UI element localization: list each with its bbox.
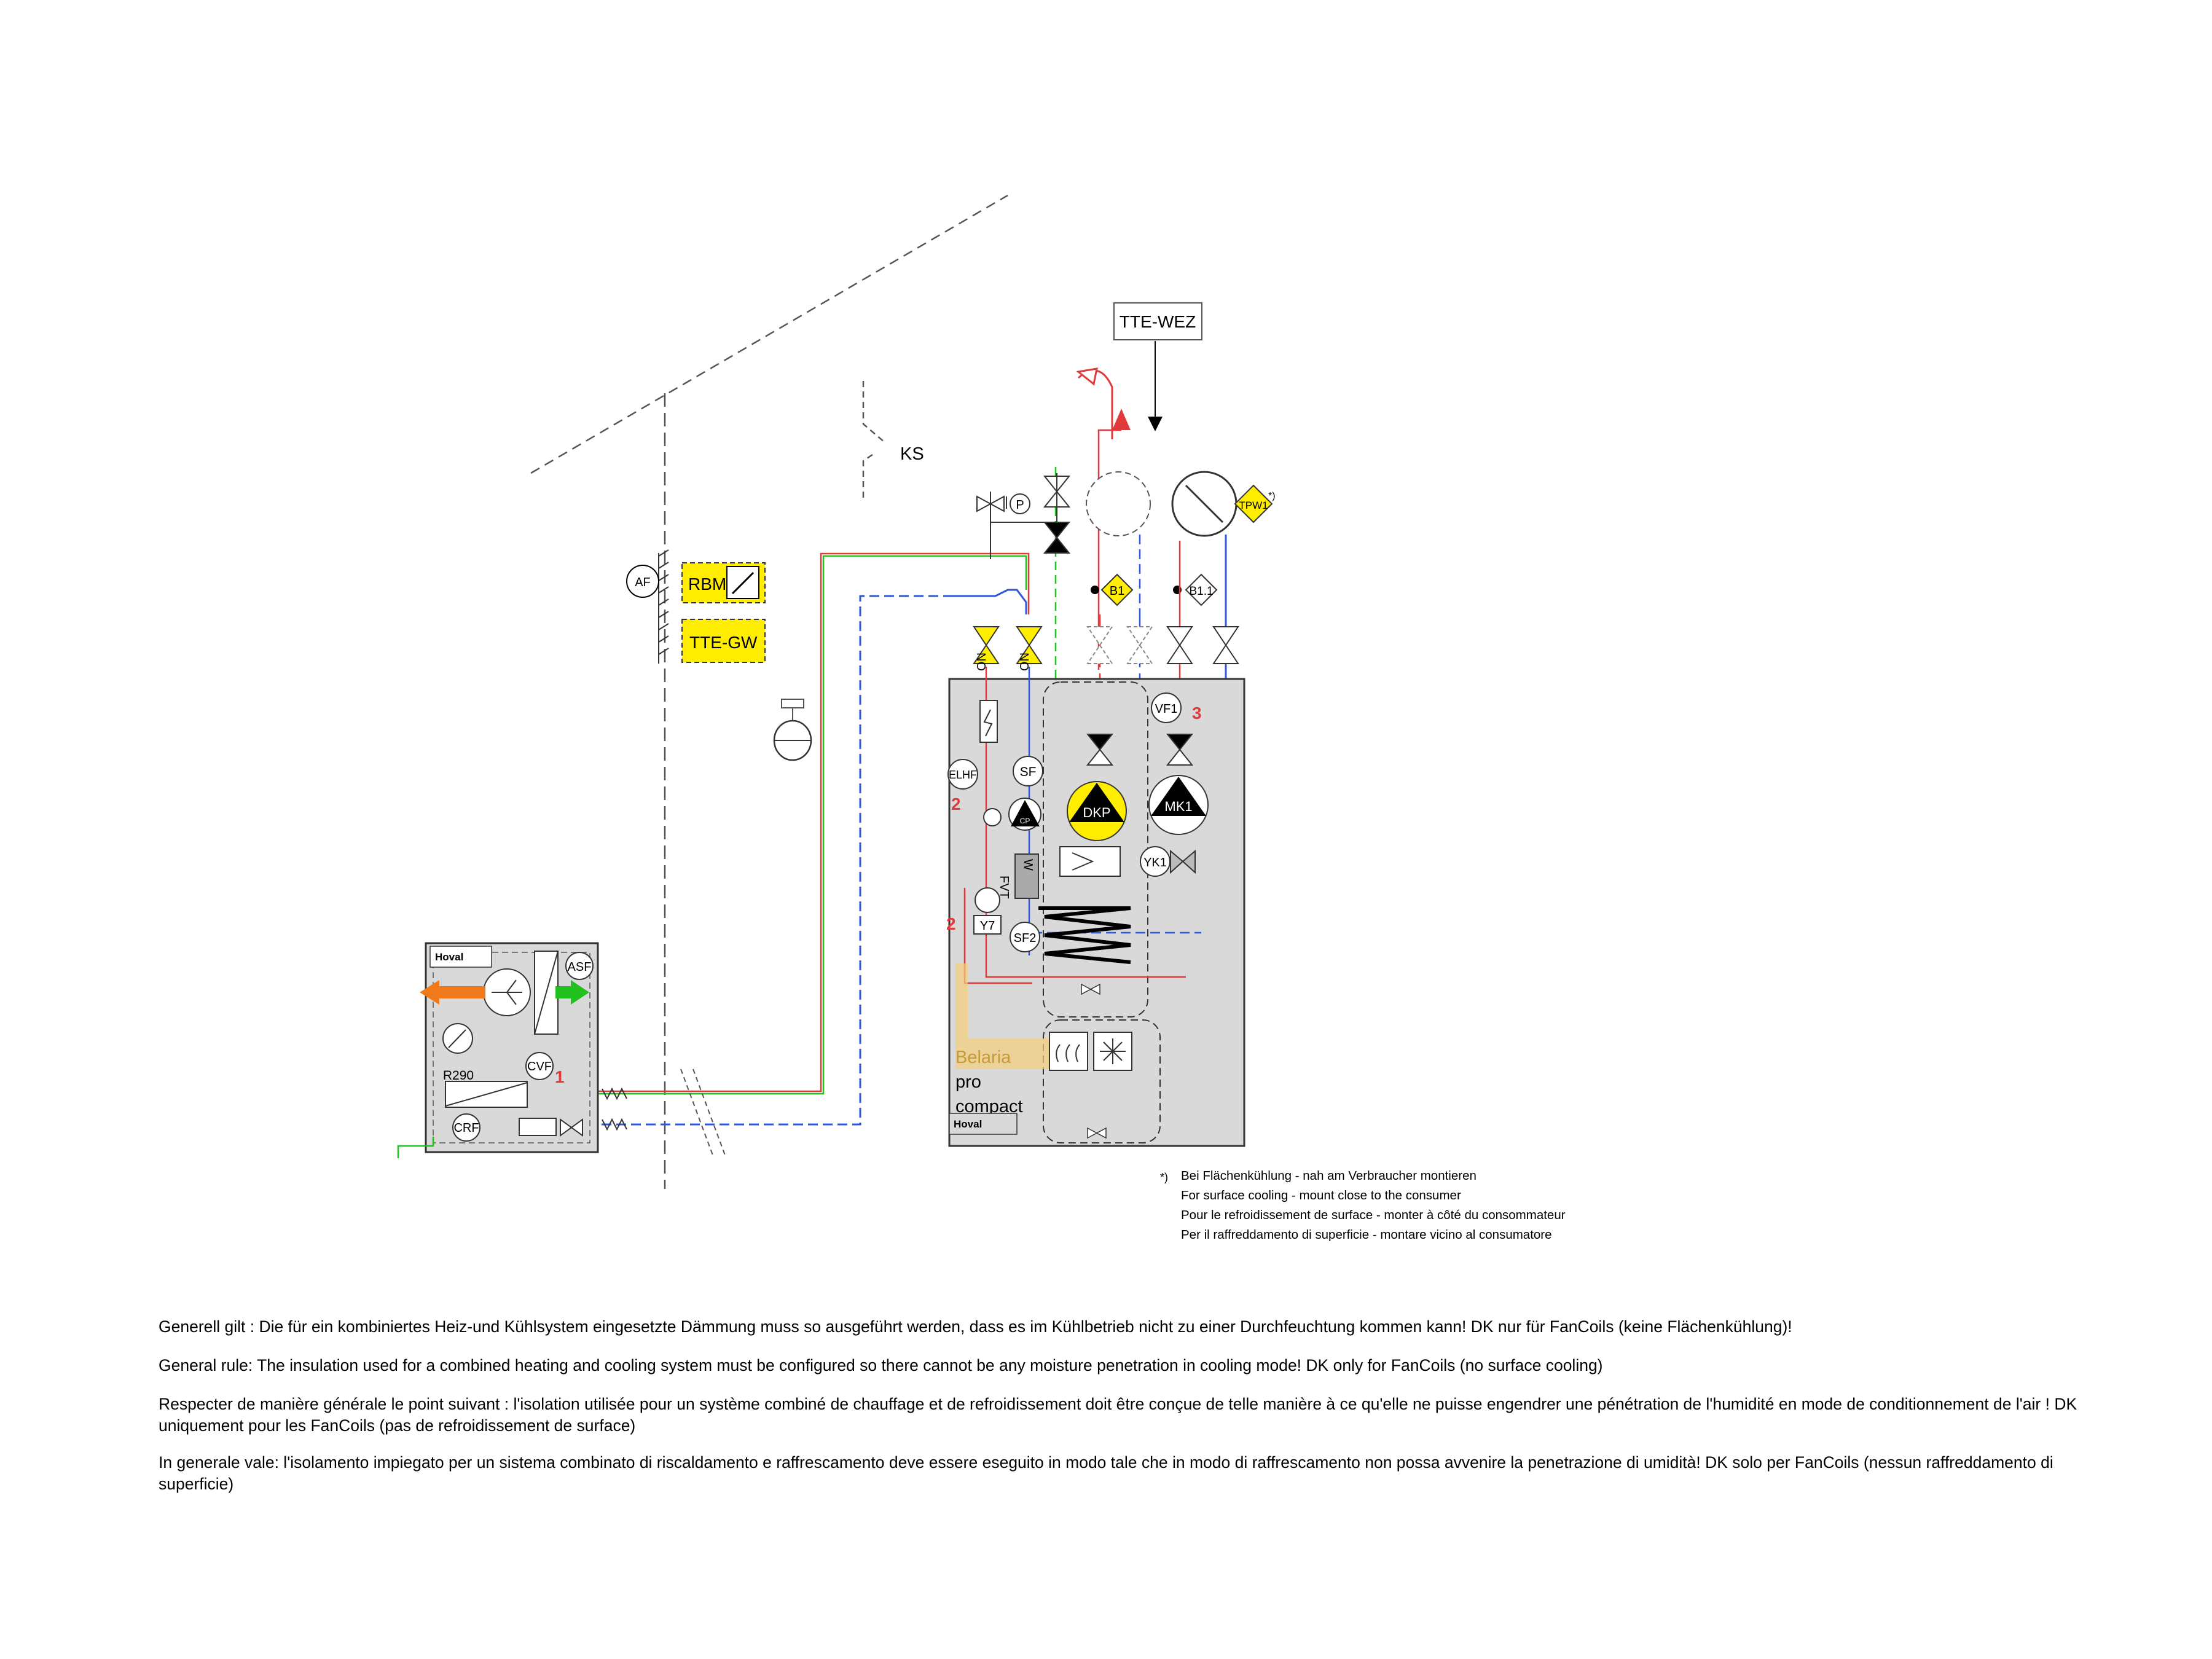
marker-2a: 2 <box>951 794 961 814</box>
b1-1-sensor <box>1185 573 1218 606</box>
tte-wez-label: TTE-WEZ <box>1120 312 1196 331</box>
asf-sensor <box>565 952 594 980</box>
tte-gw-box[interactable] <box>681 619 766 663</box>
wall-hatch <box>658 549 669 664</box>
ks-line <box>862 381 885 498</box>
rbm-label: RBM <box>688 575 726 594</box>
filter <box>519 1118 557 1136</box>
tpw1-asterisk: *) <box>1268 491 1276 501</box>
cvf-sensor <box>525 1052 554 1080</box>
vf1-sensor <box>1151 692 1182 723</box>
drain-valves <box>1081 983 1107 1139</box>
marker-2b: 2 <box>946 914 956 933</box>
pipe-flow-green <box>587 555 1027 1095</box>
dhw-valves <box>1043 473 1071 554</box>
hoval-unit-label: Hoval <box>954 1118 982 1130</box>
asf-label: ASF <box>568 960 592 974</box>
shower-icon <box>1076 367 1131 439</box>
elhf-sensor <box>947 759 978 790</box>
sf2-sensor <box>1010 922 1040 952</box>
condensate-drain <box>397 1137 434 1158</box>
belaria-line1: Belaria <box>955 1048 1011 1067</box>
af-label: AF <box>635 576 651 589</box>
tte-wez-box[interactable] <box>1113 302 1202 340</box>
b1-sensor <box>1100 573 1134 606</box>
cp-label: CP <box>1020 817 1030 825</box>
tpw1-sensor <box>1234 484 1273 524</box>
fvt-label: FVT <box>997 876 1011 899</box>
safety-group <box>976 492 1048 559</box>
yk1-label: YK1 <box>1143 856 1167 869</box>
y7-label: Y7 <box>980 919 995 933</box>
pipe-flow-red <box>587 552 1030 1092</box>
plate-heat-exchanger <box>1059 846 1121 877</box>
isolation-valves <box>973 626 1239 664</box>
air-in-arrow <box>555 980 589 1005</box>
af-sensor <box>626 565 659 598</box>
belaria-line2: pro <box>955 1072 981 1092</box>
cvf-label: CVF <box>527 1060 552 1073</box>
electric-heater <box>979 700 998 743</box>
pressure-gauge-label: P <box>1016 498 1024 512</box>
r290-label: R290 <box>443 1069 474 1083</box>
marker-3: 3 <box>1192 704 1202 723</box>
mk1-label: MK1 <box>1164 799 1192 814</box>
outdoor-unit-frame <box>433 952 590 1143</box>
fancoil-outline <box>1043 1019 1161 1143</box>
roof-line <box>530 194 1008 474</box>
sf-label: SF <box>1020 765 1037 779</box>
marker-1: 1 <box>555 1067 565 1086</box>
elhf-label: ELHF <box>949 769 977 781</box>
ks-label: KS <box>900 444 924 464</box>
b1-1-label: B1.1 <box>1189 585 1213 598</box>
pipe-break-mark <box>680 1069 726 1156</box>
crf-sensor <box>452 1113 480 1142</box>
hoval-unit-plate <box>949 1113 1018 1135</box>
no-valve-left-label: NO <box>974 653 987 671</box>
tte-gw-label: TTE-GW <box>689 633 758 652</box>
hoval-outdoor-label: Hoval <box>435 951 463 963</box>
expansion-vessel <box>773 699 812 761</box>
vf1-label: VF1 <box>1155 702 1178 716</box>
dhw-circulation-circle <box>1086 471 1151 536</box>
y7-valve-body <box>975 887 1000 913</box>
wt-label: W <box>1021 859 1035 871</box>
pipe-return-blue <box>587 595 946 1126</box>
sf-sensor <box>1013 756 1043 786</box>
fvt-sensor <box>1014 853 1039 899</box>
sf2-label: SF2 <box>1014 931 1037 945</box>
b1-label: B1 <box>1110 584 1124 598</box>
flow-switch-icon <box>983 808 1002 826</box>
crf-label: CRF <box>453 1121 479 1135</box>
no-valve-right-label: NO <box>1017 653 1030 671</box>
hot-water-arrow <box>1112 409 1131 430</box>
dhw-coil <box>1038 906 1131 964</box>
check-valves <box>1086 734 1194 766</box>
hoval-outdoor-plate <box>429 946 492 968</box>
y7-box <box>973 915 1002 935</box>
air-out-arrow <box>420 980 485 1005</box>
tpw1-label: TPW1 <box>1239 500 1268 511</box>
belaria-highlight <box>955 963 1057 1069</box>
dkp-label: DKP <box>1083 805 1110 820</box>
pipe-return-blue-top <box>946 589 1027 614</box>
heating-icon <box>1049 1032 1088 1071</box>
